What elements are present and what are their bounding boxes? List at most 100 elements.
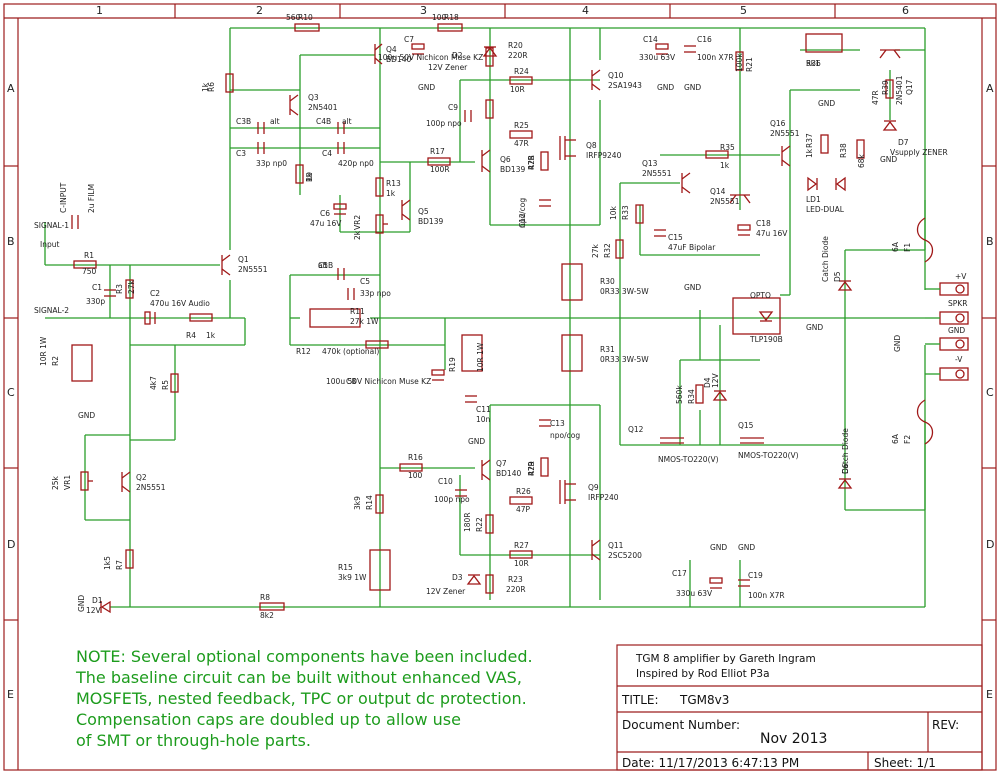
component-ref-r5: R5 xyxy=(161,380,170,390)
component-value-r36: 5k1 xyxy=(806,59,820,68)
component-value-r32: 27k xyxy=(591,243,600,258)
grid-row-e: E xyxy=(7,688,14,701)
capacitor-c10 xyxy=(455,489,467,497)
component-value-q14: 2N5551 xyxy=(710,197,740,206)
resistor-r21 xyxy=(485,99,494,119)
component-ref-r30: R30 xyxy=(600,277,615,286)
component-value-r21: 100k xyxy=(735,53,744,72)
component-value-r15: 3k9 1W xyxy=(338,573,367,582)
component-ref-c4: C4 xyxy=(322,149,332,158)
component-value-r22: 180R xyxy=(463,512,472,532)
resistor-r6 xyxy=(225,73,234,93)
led-ld1 xyxy=(807,176,846,192)
component-ref-c9: C9 xyxy=(448,103,458,112)
resistor-r38 xyxy=(856,139,865,159)
component-ref-r13: R13 xyxy=(386,179,401,188)
document-number-value: Nov 2013 xyxy=(760,731,827,747)
note-line-2: The baseline circuit can be built withou… xyxy=(75,668,522,687)
resistor-r16 xyxy=(399,463,423,472)
component-value-r23: 220R xyxy=(506,585,526,594)
component-ref-c2: C2 xyxy=(150,289,160,298)
component-ref-r29: R29 xyxy=(527,461,536,476)
component-ref-r3: R3 xyxy=(115,284,124,294)
resistor-r10 xyxy=(294,23,320,32)
fuse-f2 xyxy=(916,399,934,445)
component-ref-r32: R32 xyxy=(603,243,612,258)
component-ref-q17: Q17 xyxy=(905,79,914,95)
transistor-q2 xyxy=(121,471,131,493)
component-ref-q14: Q14 xyxy=(710,187,726,196)
c-input-value: 2u FILM xyxy=(87,184,96,213)
design-note: NOTE: Several optional components have b… xyxy=(75,647,533,750)
component-value-r25: 47R xyxy=(514,139,529,148)
component-ref-r14: R14 xyxy=(365,495,374,510)
resistor-r39 xyxy=(885,79,894,99)
resistor-r17 xyxy=(427,157,451,166)
component-ref-q8: Q8 xyxy=(586,141,597,150)
resistor-r27 xyxy=(509,550,533,559)
signal-2-label: SIGNAL-2 xyxy=(34,306,69,315)
resistor-r25 xyxy=(509,130,533,139)
component-value-r31: 0R33 3W-5W xyxy=(600,355,649,364)
gnd-symbol-label: GND xyxy=(418,83,435,92)
component-ref-q4: Q4 xyxy=(386,45,397,54)
gnd-symbol-label: GND xyxy=(468,437,485,446)
component-ref-opto: OPTO xyxy=(750,291,771,300)
opto-tlp190b xyxy=(732,297,781,335)
component-value-c18: 47u 16V xyxy=(756,229,788,238)
component-ref-c5: C5 xyxy=(360,277,370,286)
transistor-q15 xyxy=(740,437,764,444)
component-ref-f2: F2 xyxy=(903,435,912,444)
component-value-q13: 2N5551 xyxy=(642,169,672,178)
component-value-r33: 10k xyxy=(609,205,618,220)
connector-pins xyxy=(925,282,969,381)
resistor-r14 xyxy=(375,494,384,514)
component-ref-r27: R27 xyxy=(514,541,529,550)
component-ref-r4: R4 xyxy=(186,331,196,340)
component-value-r6: 1k xyxy=(201,82,210,92)
component-ref-q10: Q10 xyxy=(608,71,624,80)
component-value-q11: 2SC5200 xyxy=(608,551,642,560)
transistor-q1 xyxy=(221,254,231,276)
title-block: TGM 8 amplifier by Gareth Ingram Inspire… xyxy=(616,644,983,771)
resistor-r34 xyxy=(695,384,704,404)
transistor-q11 xyxy=(591,539,601,561)
resistor-r8 xyxy=(259,602,285,611)
component-value-ld1: LED-DUAL xyxy=(806,205,845,214)
resistor-r9 xyxy=(295,164,304,184)
resistor-r3 xyxy=(125,279,134,299)
component-value-c6: 47u 16V xyxy=(310,219,342,228)
component-ref-ld1: LD1 xyxy=(806,195,821,204)
capacitor-c19 xyxy=(738,579,750,587)
resistor-r19 xyxy=(461,334,483,372)
component-value-c2: 470u 16V Audio xyxy=(150,299,210,308)
component-value-q5: BD139 xyxy=(418,217,443,226)
grid-labels: 1 2 3 4 5 6 A B C D E A B C D E xyxy=(7,4,994,701)
component-ref-r7: R7 xyxy=(115,560,124,570)
component-ref-c7: C7 xyxy=(404,35,414,44)
capacitor-c4b xyxy=(337,122,345,134)
capacitor-c5b xyxy=(337,268,345,280)
resistor-r1 xyxy=(73,260,97,269)
component-value-r37: 1k xyxy=(805,148,814,158)
minus-v-label: -V xyxy=(955,355,963,364)
diode-d6 xyxy=(837,478,853,489)
diode-d5 xyxy=(837,280,853,291)
component-ref-r2: R2 xyxy=(51,356,60,366)
component-value-d5: Catch Diode xyxy=(821,236,830,282)
resistor-r24 xyxy=(509,76,533,85)
capacitor-c13 xyxy=(539,419,551,427)
component-value-q16: 2N5551 xyxy=(770,129,800,138)
component-ref-d7: D7 xyxy=(898,138,909,147)
component-ref-q6: Q6 xyxy=(500,155,511,164)
component-value-c15: 47uF Bipolar xyxy=(668,243,716,252)
component-value-r30: 0R33 3W-5W xyxy=(600,287,649,296)
component-ref-r24: R24 xyxy=(514,67,529,76)
capacitor-c14 xyxy=(655,43,669,55)
grid-row-c-right: C xyxy=(986,386,994,399)
component-value-q7: BD140 xyxy=(496,469,521,478)
component-value-vr1: 25k xyxy=(51,475,60,490)
component-value-c4b: alt xyxy=(342,117,352,126)
component-value-q6: BD139 xyxy=(500,165,525,174)
